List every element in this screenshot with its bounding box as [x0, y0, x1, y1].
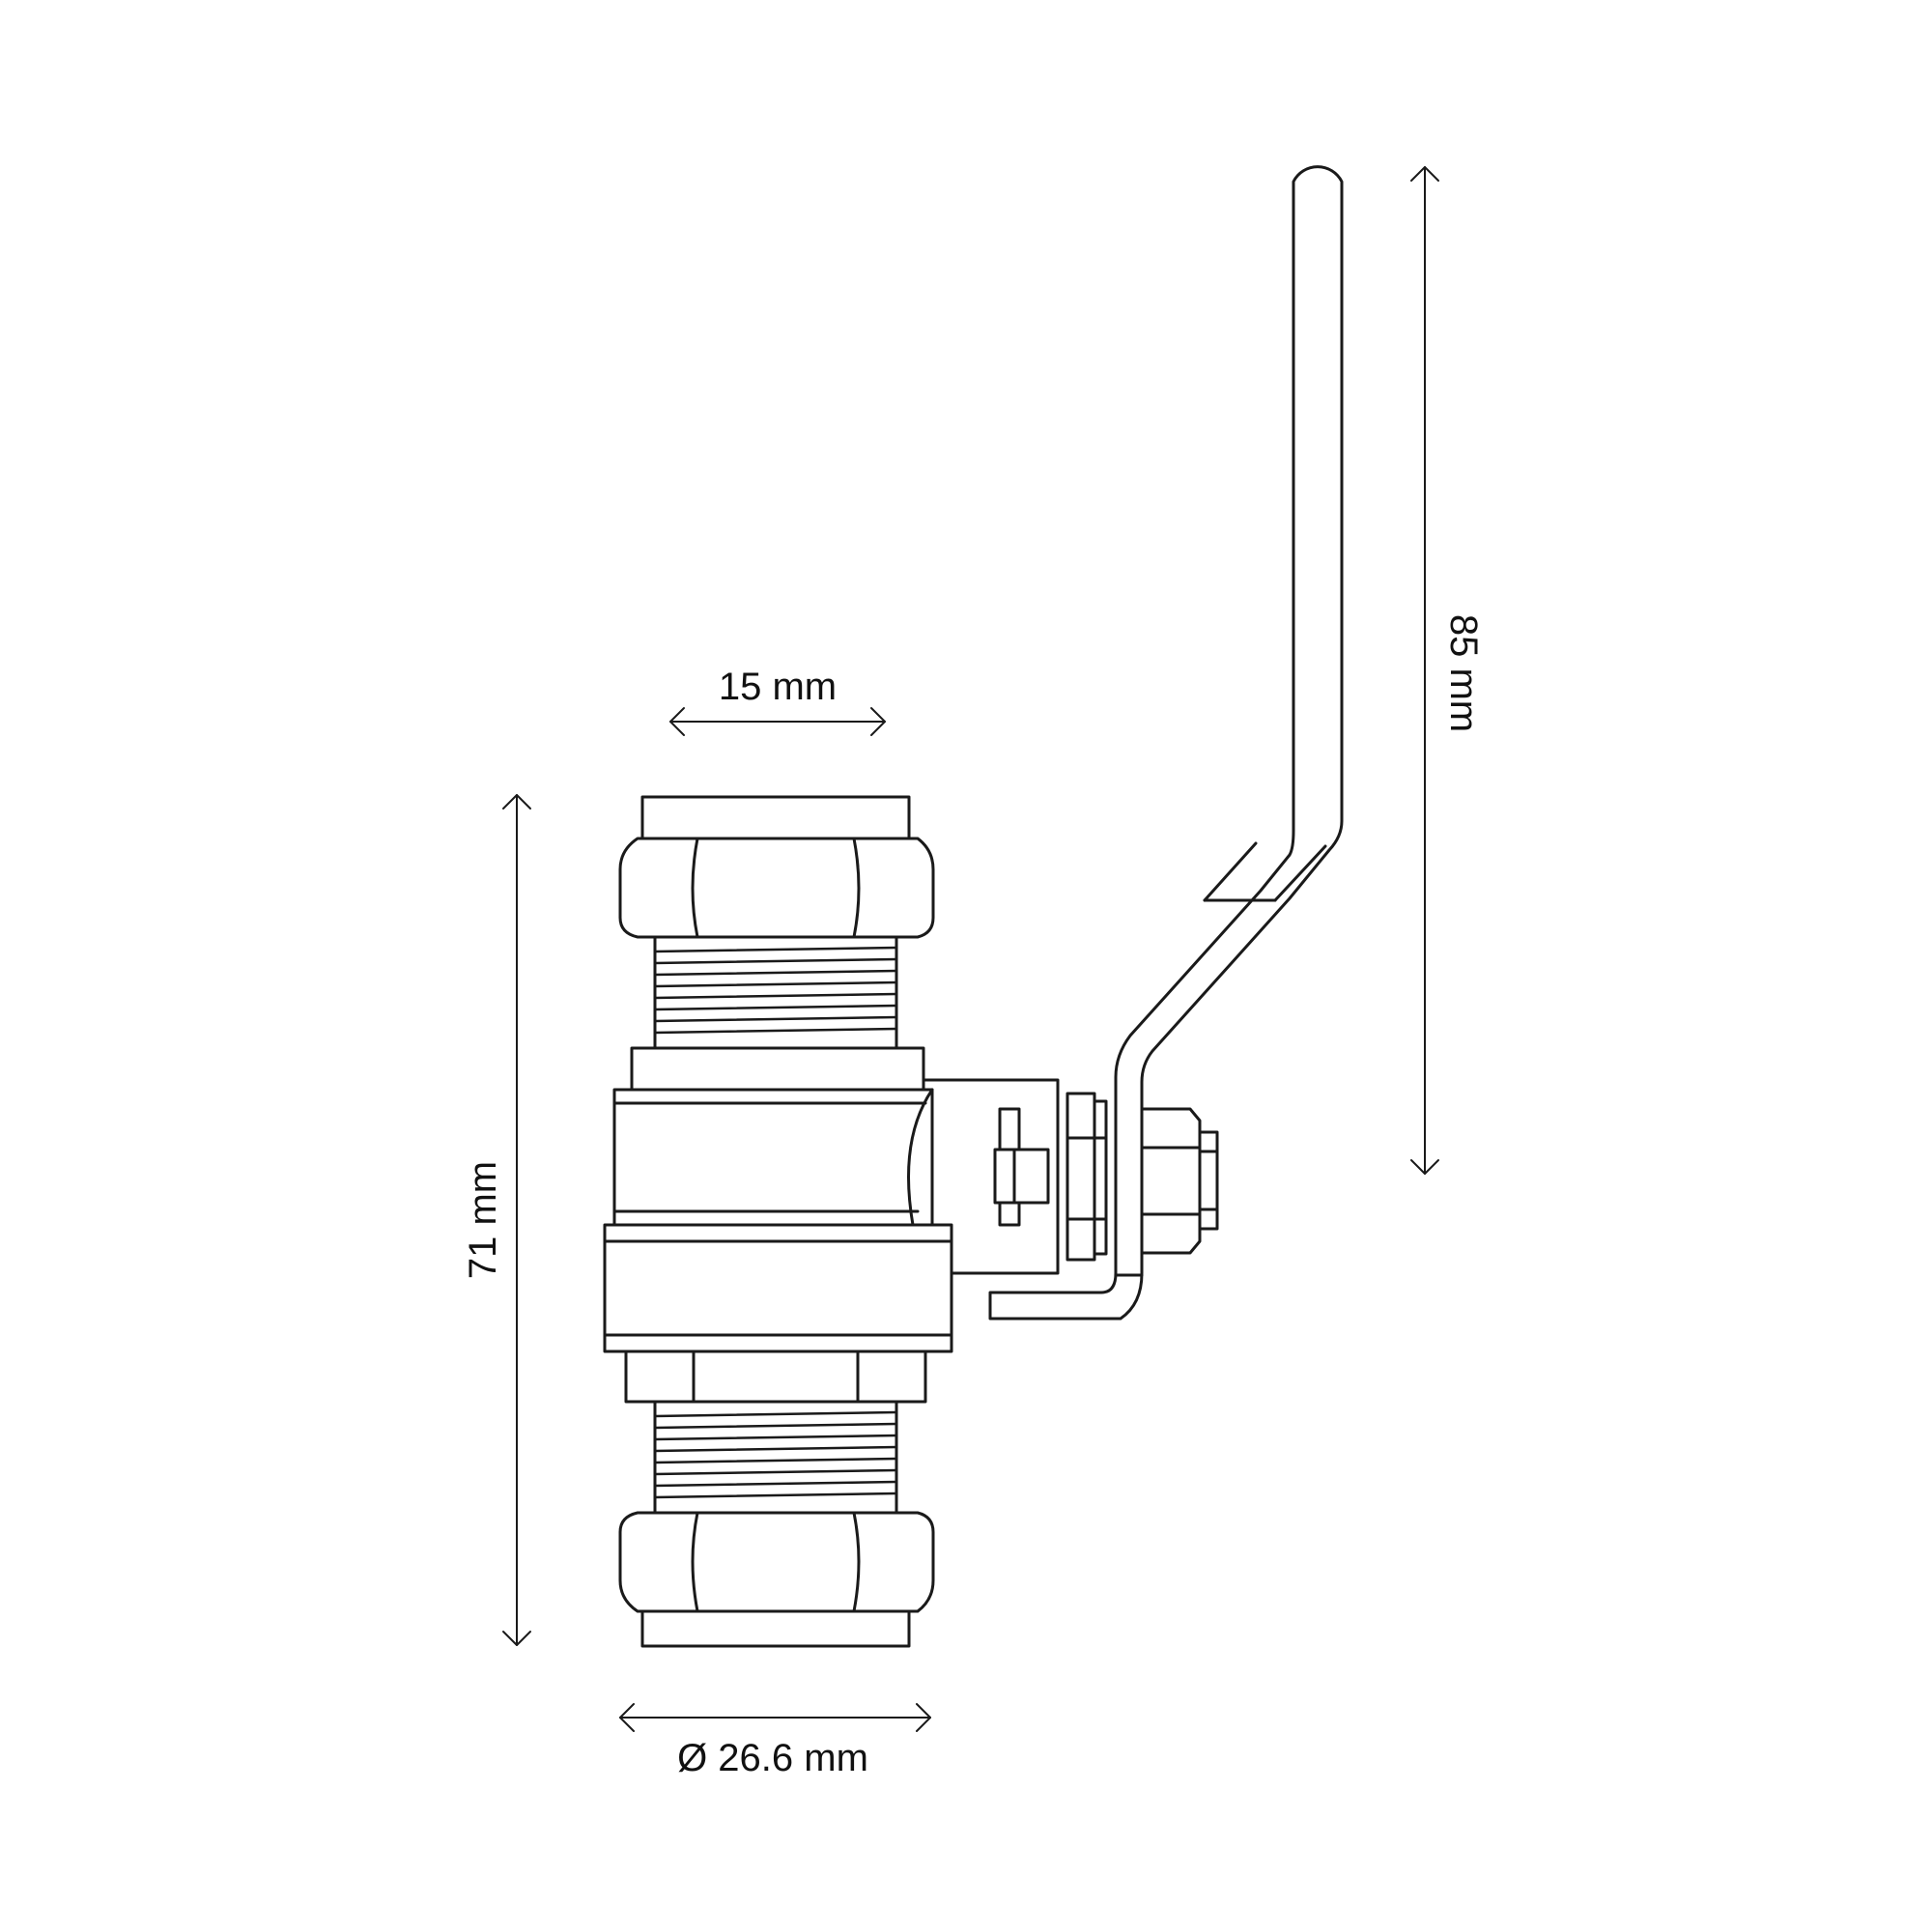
body-lower: [603, 1223, 953, 1353]
dimension-nut-diameter: Ø 26.6 mm: [619, 1703, 931, 1779]
lever-handle: [988, 165, 1344, 1321]
handle-grip-edge: [1273, 844, 1327, 902]
retaining-nut: [1140, 1107, 1202, 1255]
dimension-label-handle-length: 85 mm: [1442, 614, 1485, 732]
body-upper: [612, 1088, 934, 1227]
dimension-valve-length: 71 mm: [462, 794, 531, 1646]
top-pipe-stub: [640, 795, 911, 840]
top-hex-nut: [618, 837, 935, 939]
dimension-label-valve-length: 71 mm: [462, 1161, 504, 1279]
bottom-hex-facet: [691, 1511, 699, 1613]
gland-nut-left: [1065, 1092, 1096, 1262]
arrow-up-icon: [1410, 166, 1439, 182]
dimension-label-nut-diameter: Ø 26.6 mm: [677, 1737, 868, 1779]
arrow-left-icon: [669, 707, 685, 736]
arrow-left-icon: [619, 1703, 635, 1732]
top-compression-fitting: [618, 795, 935, 1050]
arrow-right-icon: [916, 1703, 931, 1732]
arrow-down-icon: [502, 1631, 531, 1646]
arrow-right-icon: [870, 707, 886, 736]
arrow-down-icon: [1410, 1159, 1439, 1175]
handle-shaft: [988, 165, 1344, 1321]
dimension-handle-length: 85 mm: [1410, 166, 1485, 1175]
bottom-pipe-stub: [640, 1609, 911, 1648]
lower-collar-nut: [624, 1350, 927, 1404]
bottom-hex-facet: [852, 1511, 861, 1613]
upper-collar: [630, 1046, 925, 1092]
stem-end: [1198, 1130, 1219, 1231]
bottom-hex-nut: [618, 1511, 935, 1613]
top-hex-facet: [691, 837, 699, 939]
stem-stop: [993, 1148, 1050, 1205]
bottom-compression-fitting: [618, 1400, 935, 1648]
dimension-label-pipe-size: 15 mm: [719, 666, 837, 708]
valve-body: [603, 1046, 953, 1404]
gland-nut-right: [1093, 1099, 1108, 1256]
dimension-pipe-size: 15 mm: [669, 666, 886, 736]
arrow-up-icon: [502, 794, 531, 810]
bottom-threads: [653, 1410, 898, 1499]
top-threads: [653, 946, 898, 1035]
valve-stem-assembly: [921, 1078, 1219, 1275]
handle-grip-edge: [1203, 841, 1258, 902]
top-hex-facet: [852, 837, 861, 939]
